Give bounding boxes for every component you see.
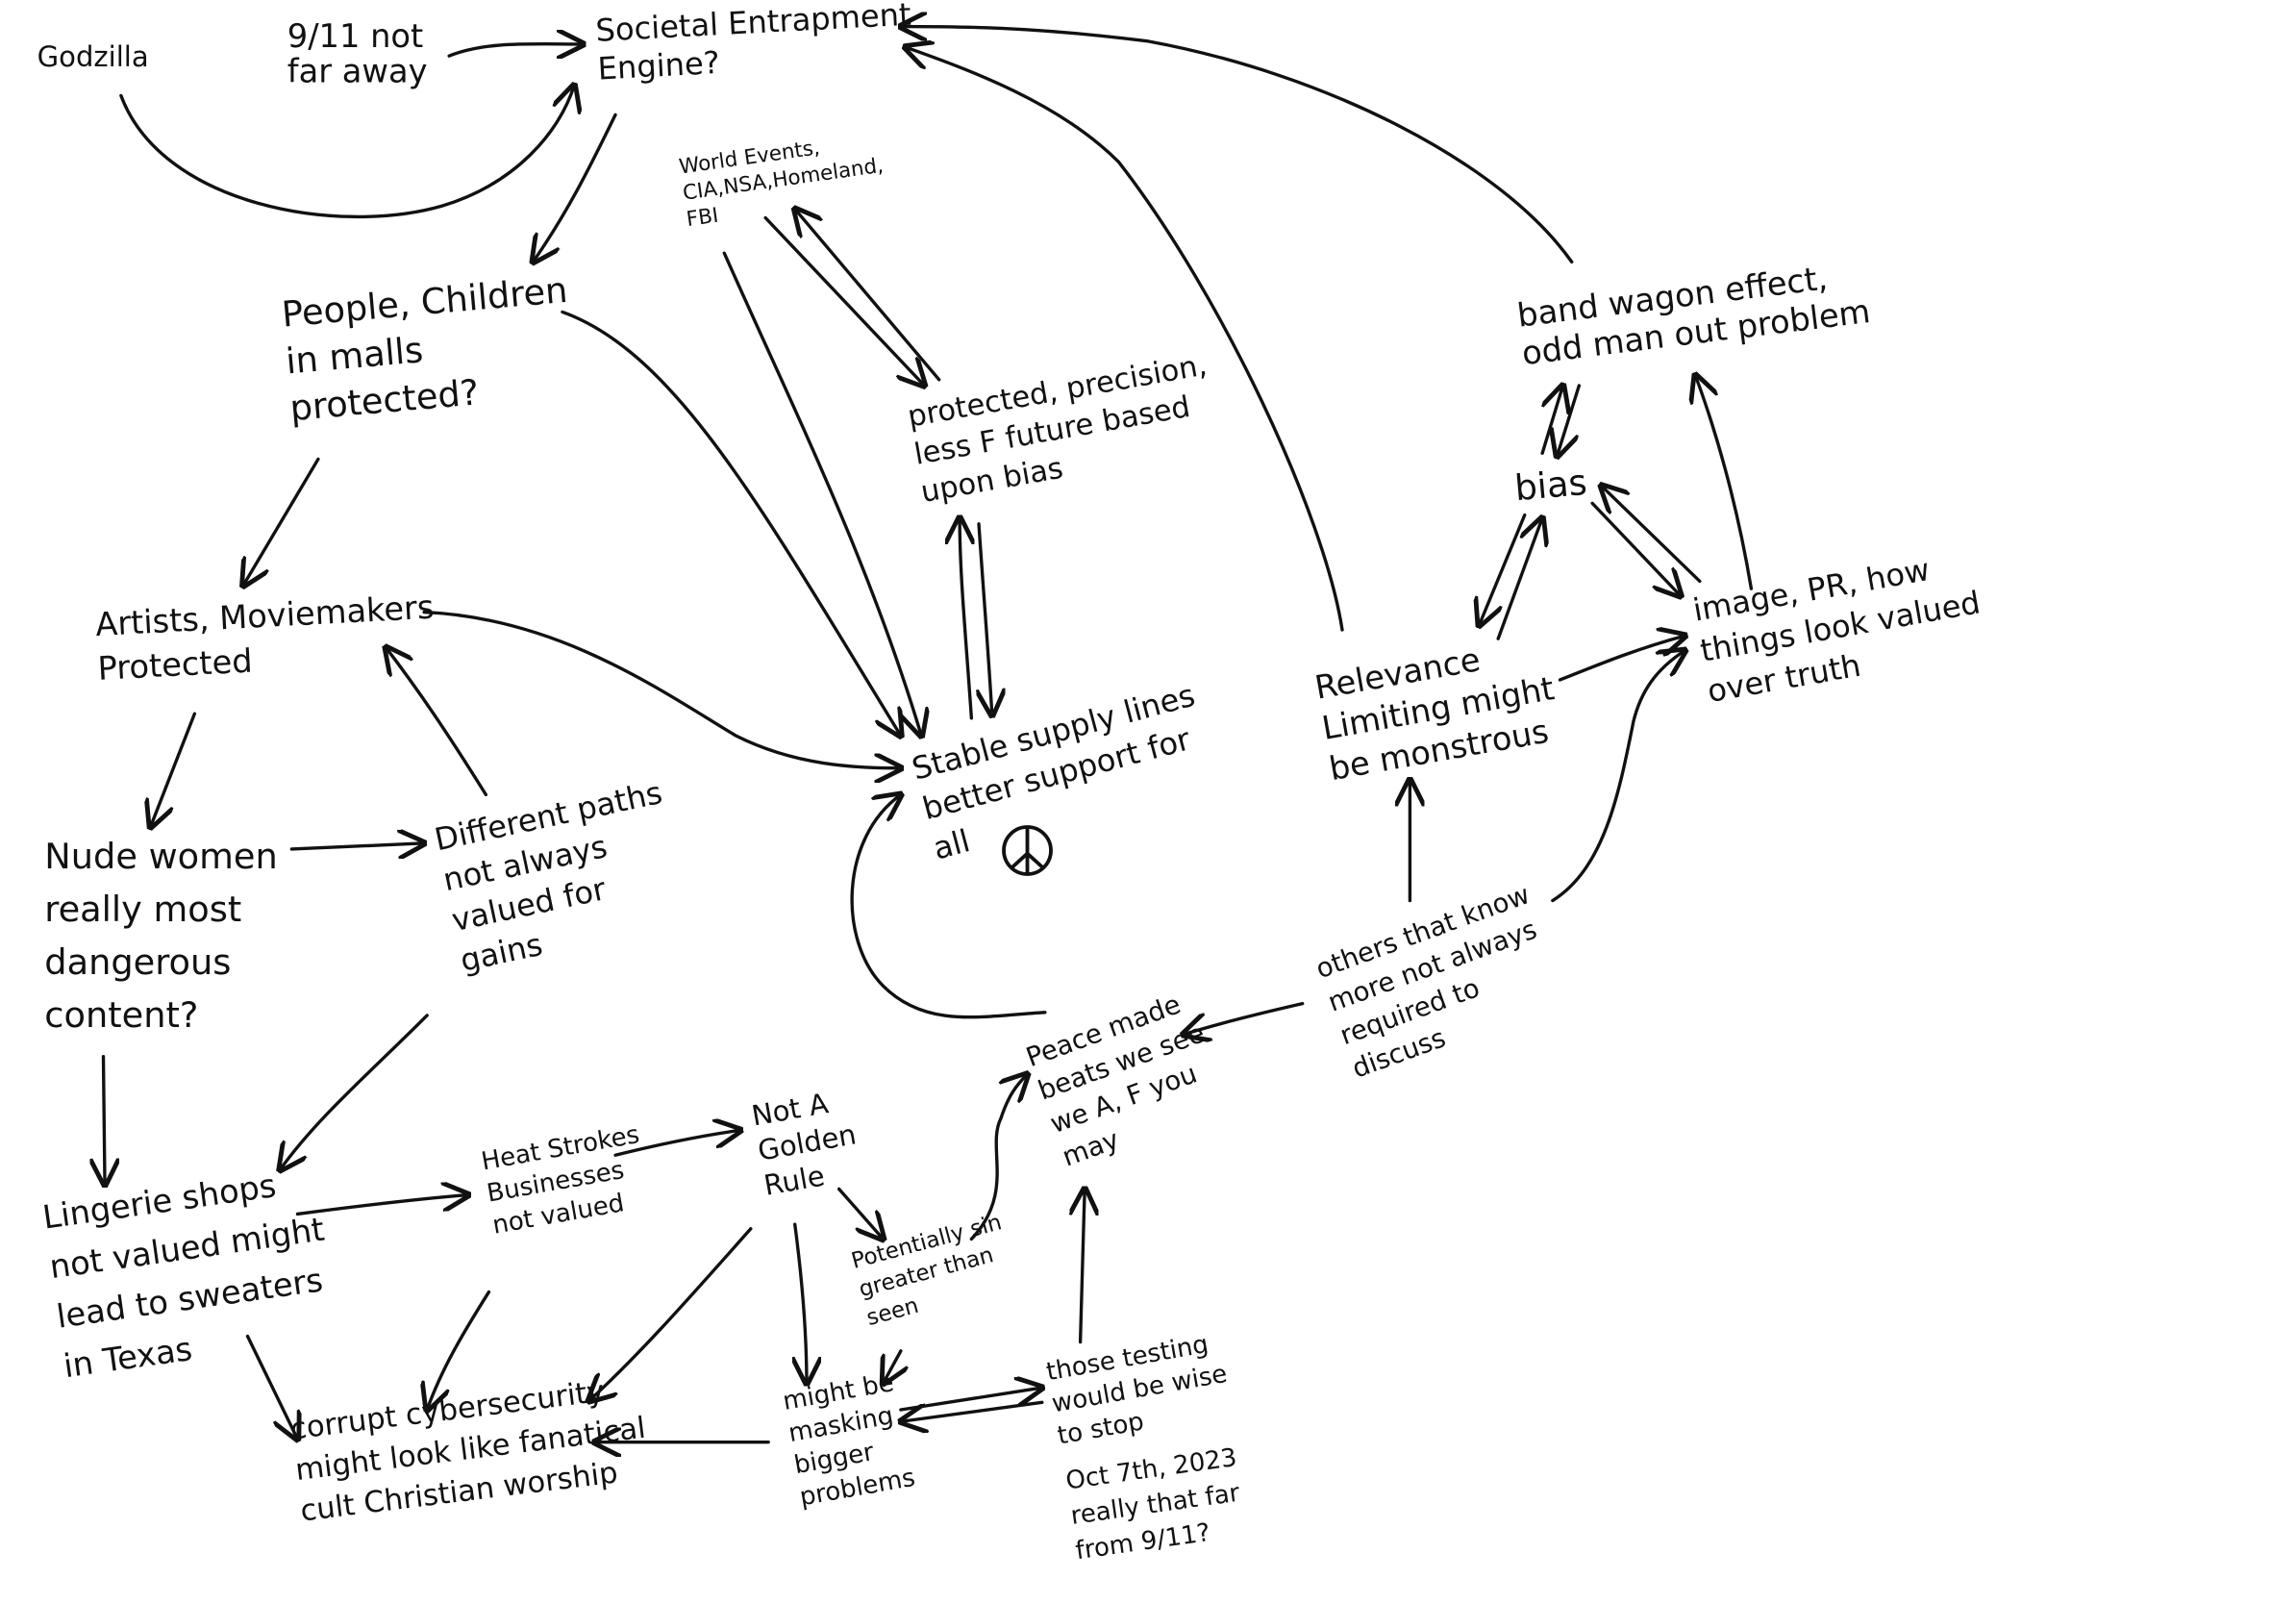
peace-icon [1002, 825, 1053, 876]
edge-911-societal [447, 44, 583, 56]
edge-world-stable [722, 251, 921, 736]
edge-relevance-bias [1496, 518, 1542, 640]
node-different: Different pathsnot alwaysvalued forgains [432, 774, 691, 979]
node-world-events: World Events,CIA,NSA,Homeland,FBI [678, 127, 889, 232]
node-line: Artists, Moviemakers [94, 589, 435, 643]
edge-bias-bandwagon [1540, 386, 1562, 456]
node-oct7: Oct 7th, 2023really that farfrom 9/11? [1064, 1443, 1249, 1566]
node-stable: Stable supply linesbetter support forall [908, 677, 1219, 867]
edges [104, 27, 1754, 1442]
node-lingerie: Lingerie shopsnot valued mightlead to sw… [40, 1161, 340, 1385]
node-line: Engine? [597, 44, 721, 88]
node-line: content? [44, 994, 198, 1036]
edge-others-peace [1184, 1001, 1305, 1035]
node-godzilla: Godzilla [37, 40, 149, 73]
node-others: others that knowmore not alwaysrequired … [1311, 879, 1569, 1085]
edge-bandwagon-bias [1557, 384, 1582, 456]
node-line: really most [44, 889, 241, 930]
node-image-pr: image, PR, howthings look valuedover tru… [1690, 543, 1990, 710]
node-relevance: RelevanceLimiting mightbe monstrous [1312, 629, 1564, 788]
node-line: Societal Entrapment [595, 0, 912, 49]
edge-heat-corrupt [427, 1290, 491, 1410]
node-protected-precision: protected, precision,less F future based… [905, 348, 1222, 510]
node-line: 9/11 not [287, 17, 423, 55]
edge-different-lingerie [280, 1014, 429, 1170]
node-heat: Heat StrokesBusinessesnot valued [479, 1120, 653, 1241]
edge-artists-nude [150, 712, 197, 827]
node-people: People, Childrenin mallsprotected? [280, 269, 577, 429]
edge-stable-protected [960, 518, 971, 720]
node-line: in Texas [62, 1330, 195, 1385]
node-line: in malls [285, 329, 425, 382]
edge-top-arc-2 [906, 47, 1344, 632]
edge-sin-masking [884, 1349, 901, 1384]
edge-testing-peace [1081, 1189, 1086, 1344]
edge-lingerie-heat [295, 1195, 469, 1216]
edge-nude-lingerie [104, 1055, 106, 1185]
node-line: Nude women [44, 836, 277, 877]
node-line: Rule [761, 1159, 827, 1201]
node-line: far away [287, 53, 428, 90]
edge-godzilla-societal [119, 86, 574, 219]
edge-peace-loop-stable [850, 794, 1047, 1019]
node-societal: Societal EntrapmentEngine? [595, 0, 914, 88]
node-line: protected? [288, 371, 481, 429]
edge-testing-masking [901, 1400, 1044, 1421]
edge-protected-world [795, 209, 941, 382]
node-testing: those testingwould be wiseto stop [1044, 1328, 1235, 1451]
node-peace: Peace madebeats we seewe A, F youmay [1022, 985, 1233, 1173]
edge-nude-different [289, 843, 424, 849]
edge-protected-stable [979, 522, 992, 715]
node-line: FBI [685, 204, 719, 232]
node-bandwagon: band wagon effect,odd man out problem [1515, 255, 1872, 373]
edge-golden-corrupt [588, 1227, 753, 1401]
edge-bias-image [1590, 501, 1681, 595]
node-line: People, Children [280, 269, 569, 336]
node-bias: bias [1513, 462, 1589, 509]
node-artists: Artists, MoviemakersProtected [94, 589, 437, 688]
edge-top-arc-1 [901, 27, 1574, 264]
node-masking: might bemaskingbiggerproblems [781, 1367, 917, 1512]
node-line: all [930, 822, 974, 866]
edge-people-artists [243, 457, 320, 586]
edge-different-artists [386, 647, 488, 797]
node-nude: Nude women really most dangerous content? [44, 836, 277, 1036]
node-line: dangerous [44, 941, 231, 983]
edge-golden-sin [836, 1187, 884, 1239]
node-line: Protected [97, 642, 254, 688]
edge-golden-masking [795, 1222, 807, 1383]
node-golden: Not AGoldenRule [749, 1083, 864, 1202]
edge-bias-relevance [1479, 513, 1527, 626]
edge-artists-stable [422, 610, 901, 768]
edge-societal-people [533, 113, 617, 262]
edge-image-bandwagon [1695, 375, 1754, 590]
node-line: Godzilla [37, 40, 149, 73]
edge-world-protected [763, 215, 924, 385]
edge-image-bias [1601, 486, 1702, 584]
node-line: bias [1513, 462, 1589, 509]
edge-people-stable [561, 310, 901, 736]
edge-sin-peace [969, 1074, 1027, 1241]
edge-others-image [1551, 650, 1685, 903]
edge-heat-golden [613, 1130, 740, 1157]
edge-relevance-image [1558, 636, 1685, 682]
edge-lingerie-corrupt [245, 1334, 297, 1439]
